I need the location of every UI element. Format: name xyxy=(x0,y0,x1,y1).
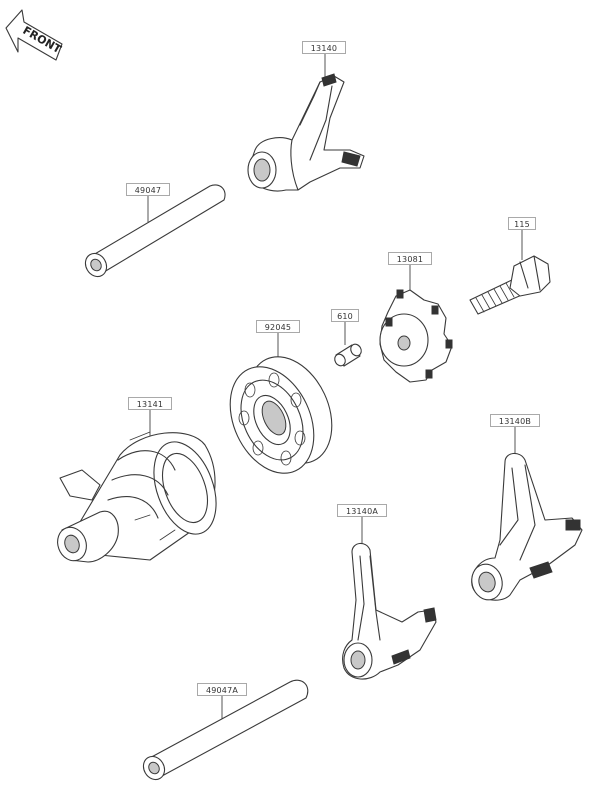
part-label-13141[interactable]: 13141 xyxy=(128,397,172,410)
pin-610[interactable] xyxy=(333,342,364,367)
cam-plate-13081[interactable] xyxy=(379,289,453,383)
part-label-13140B[interactable]: 13140B xyxy=(490,414,540,427)
part-label-13140A[interactable]: 13140A xyxy=(337,504,387,517)
shift-drum-13141[interactable] xyxy=(53,431,228,565)
part-label-49047A[interactable]: 49047A xyxy=(197,683,247,696)
shift-fork-13140B[interactable] xyxy=(468,452,583,603)
part-label-13140[interactable]: 13140 xyxy=(302,41,346,54)
front-direction-arrow: FRONT xyxy=(5,9,64,61)
part-label-13081[interactable]: 13081 xyxy=(388,252,432,265)
bolt-115[interactable] xyxy=(469,255,551,315)
shift-fork-13140[interactable] xyxy=(247,73,365,192)
part-label-115[interactable]: 115 xyxy=(508,217,536,230)
bearing-92045[interactable] xyxy=(214,343,348,487)
shaft-49047A[interactable] xyxy=(139,679,309,783)
part-label-92045[interactable]: 92045 xyxy=(256,320,300,333)
shaft-49047[interactable] xyxy=(81,184,226,280)
part-label-49047[interactable]: 49047 xyxy=(126,183,170,196)
part-label-610[interactable]: 610 xyxy=(331,309,359,322)
shift-fork-13140A[interactable] xyxy=(342,542,437,680)
leader-lines xyxy=(147,54,523,722)
